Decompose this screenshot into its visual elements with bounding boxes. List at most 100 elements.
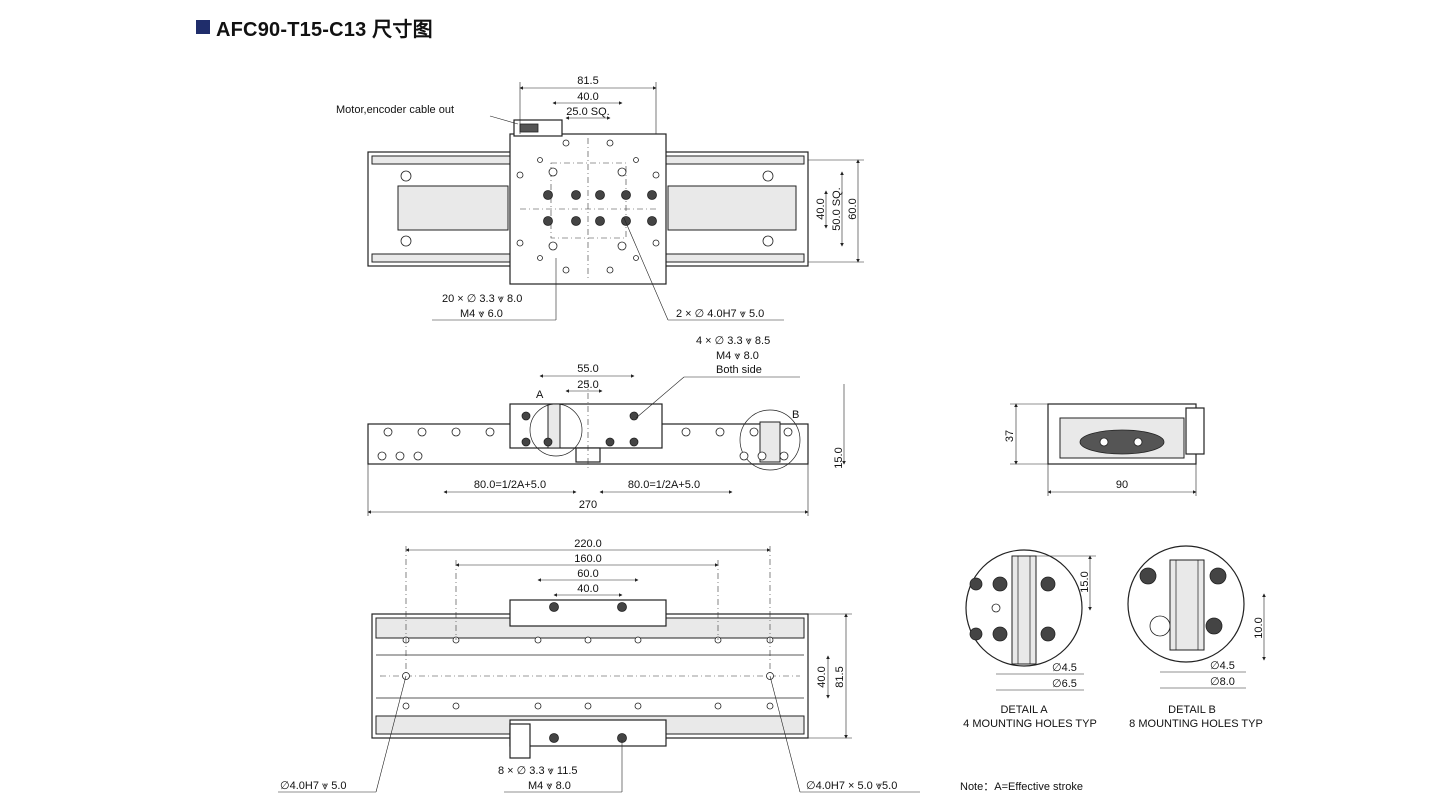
detail-b-dim-10: 10.0 <box>1253 617 1265 638</box>
threaded-hole <box>571 216 581 226</box>
mounting-hole <box>516 171 524 179</box>
top-dim-40: 40.0 <box>577 91 598 103</box>
carriage-hole <box>521 437 531 447</box>
end-oval <box>1079 429 1165 455</box>
top-dim-40-v: 40.0 <box>815 198 827 219</box>
side-dim-55: 55.0 <box>577 363 598 375</box>
rail-hole <box>452 702 460 710</box>
carriage-hole <box>543 437 553 447</box>
drawing-title: AFC90-T15-C13 尺寸图 <box>196 14 433 41</box>
rail-hole <box>749 427 759 437</box>
effective-stroke-note: Note：A=Effective stroke <box>960 781 1083 793</box>
rail-hole <box>451 427 461 437</box>
detail-a-circle <box>529 403 583 457</box>
mounting-hole <box>617 167 627 177</box>
threaded-hole <box>595 190 605 200</box>
title-square-icon <box>196 20 210 34</box>
side-dim-80-left: 80.0=1/2A+5.0 <box>474 479 546 491</box>
mounting-hole <box>562 266 570 274</box>
bottom-dim-81-5: 81.5 <box>834 666 846 687</box>
threaded-hole <box>621 216 631 226</box>
title-text: AFC90-T15-C13 尺寸图 <box>216 18 433 41</box>
top-callout-left-1: 20 × ∅ 3.3 ⩔ 8.0 <box>442 293 522 305</box>
rail-hole <box>634 702 642 710</box>
top-dim-81-5: 81.5 <box>577 75 598 87</box>
side-label-b: B <box>792 409 799 421</box>
end-hole <box>413 451 423 461</box>
detail-b-caption-2: 8 MOUNTING HOLES TYP <box>1129 718 1263 730</box>
side-dim-270: 270 <box>579 499 597 511</box>
rail-hole <box>383 427 393 437</box>
mounting-hole <box>548 241 558 251</box>
pin-hole <box>537 157 543 163</box>
rail-hole <box>714 702 722 710</box>
mounting-hole <box>652 171 660 179</box>
rail-hole <box>715 427 725 437</box>
carriage-hole <box>549 733 559 743</box>
bottom-callout-left: ∅4.0H7 ⩔ 5.0 <box>280 780 347 792</box>
detail-b-dim-phi-4-5: ∅4.5 <box>1210 660 1235 672</box>
rail-hole <box>634 636 642 644</box>
bottom-callout-center-2: M4 ⩔ 8.0 <box>528 780 571 792</box>
threaded-hole <box>543 216 553 226</box>
threaded-hole <box>647 216 657 226</box>
mounting-hole <box>606 266 614 274</box>
threaded-hole <box>647 190 657 200</box>
mounting-hole <box>516 239 524 247</box>
bottom-dim-220: 220.0 <box>574 538 602 550</box>
end-hole <box>757 451 767 461</box>
top-dim-25-sq: 25.0 SQ. <box>566 106 609 118</box>
carriage-hole <box>521 411 531 421</box>
detail-a: 15.0 ∅4.5 ∅6.5 DETAIL A 4 MOUNTING HOLES… <box>963 549 1097 730</box>
rail-hole <box>584 702 592 710</box>
rail-hole <box>534 636 542 644</box>
detail-a-dim-phi-6-5: ∅6.5 <box>1052 678 1077 690</box>
top-callout-left-2: M4 ⩔ 6.0 <box>460 308 503 320</box>
rail-hole <box>402 702 410 710</box>
detail-a-dim-phi-4-5: ∅4.5 <box>1052 662 1077 674</box>
end-view: 37 90 <box>1004 403 1205 496</box>
threaded-hole <box>595 216 605 226</box>
bottom-dim-160: 160.0 <box>574 553 602 565</box>
end-hole <box>779 451 789 461</box>
end-dim-90: 90 <box>1116 479 1128 491</box>
bottom-callout-center-1: 8 × ∅ 3.3 ⩔ 11.5 <box>498 765 578 777</box>
end-hole <box>377 451 387 461</box>
pin-hole <box>633 157 639 163</box>
mounting-hole <box>562 139 570 147</box>
top-rail-window-right <box>667 185 797 231</box>
rail-hole <box>417 427 427 437</box>
detail-a-caption-1: DETAIL A <box>1000 704 1048 716</box>
bottom-dim-40: 40.0 <box>577 583 598 595</box>
top-view: 81.5 40.0 25.0 SQ. 40.0 50.0 SQ. 60.0 Mo… <box>336 75 864 321</box>
mounting-hole <box>548 167 558 177</box>
side-callout-2: M4 ⩔ 8.0 <box>716 350 759 362</box>
side-dim-25: 25.0 <box>577 379 598 391</box>
top-dim-60: 60.0 <box>847 198 859 219</box>
carriage-hole <box>605 437 615 447</box>
side-dim-80-right: 80.0=1/2A+5.0 <box>628 479 700 491</box>
bottom-view: 220.0 160.0 60.0 40.0 40.0 81.5 ∅4.0H7 ⩔… <box>278 538 920 793</box>
pin-hole <box>633 255 639 261</box>
bottom-carriage-lower <box>509 719 667 747</box>
detail-b-circle <box>739 409 801 471</box>
rail-hole <box>584 636 592 644</box>
rail-hole <box>766 702 774 710</box>
side-label-a: A <box>536 389 544 401</box>
bottom-carriage-upper <box>509 599 667 627</box>
threaded-hole <box>621 190 631 200</box>
rail-hole <box>534 702 542 710</box>
end-hole <box>395 451 405 461</box>
bottom-callout-right: ∅4.0H7 × 5.0 ⩔5.0 <box>806 780 897 792</box>
threaded-hole <box>543 190 553 200</box>
detail-b-caption-1: DETAIL B <box>1168 704 1216 716</box>
cable-label: Motor,encoder cable out <box>336 104 454 116</box>
top-dim-50-sq: 50.0 SQ. <box>831 187 843 230</box>
side-callout-1: 4 × ∅ 3.3 ⩔ 8.5 <box>696 335 770 347</box>
carriage-hole <box>629 411 639 421</box>
carriage-hole <box>629 437 639 447</box>
end-hole <box>739 451 749 461</box>
rail-hole <box>681 427 691 437</box>
mounting-hole <box>606 139 614 147</box>
